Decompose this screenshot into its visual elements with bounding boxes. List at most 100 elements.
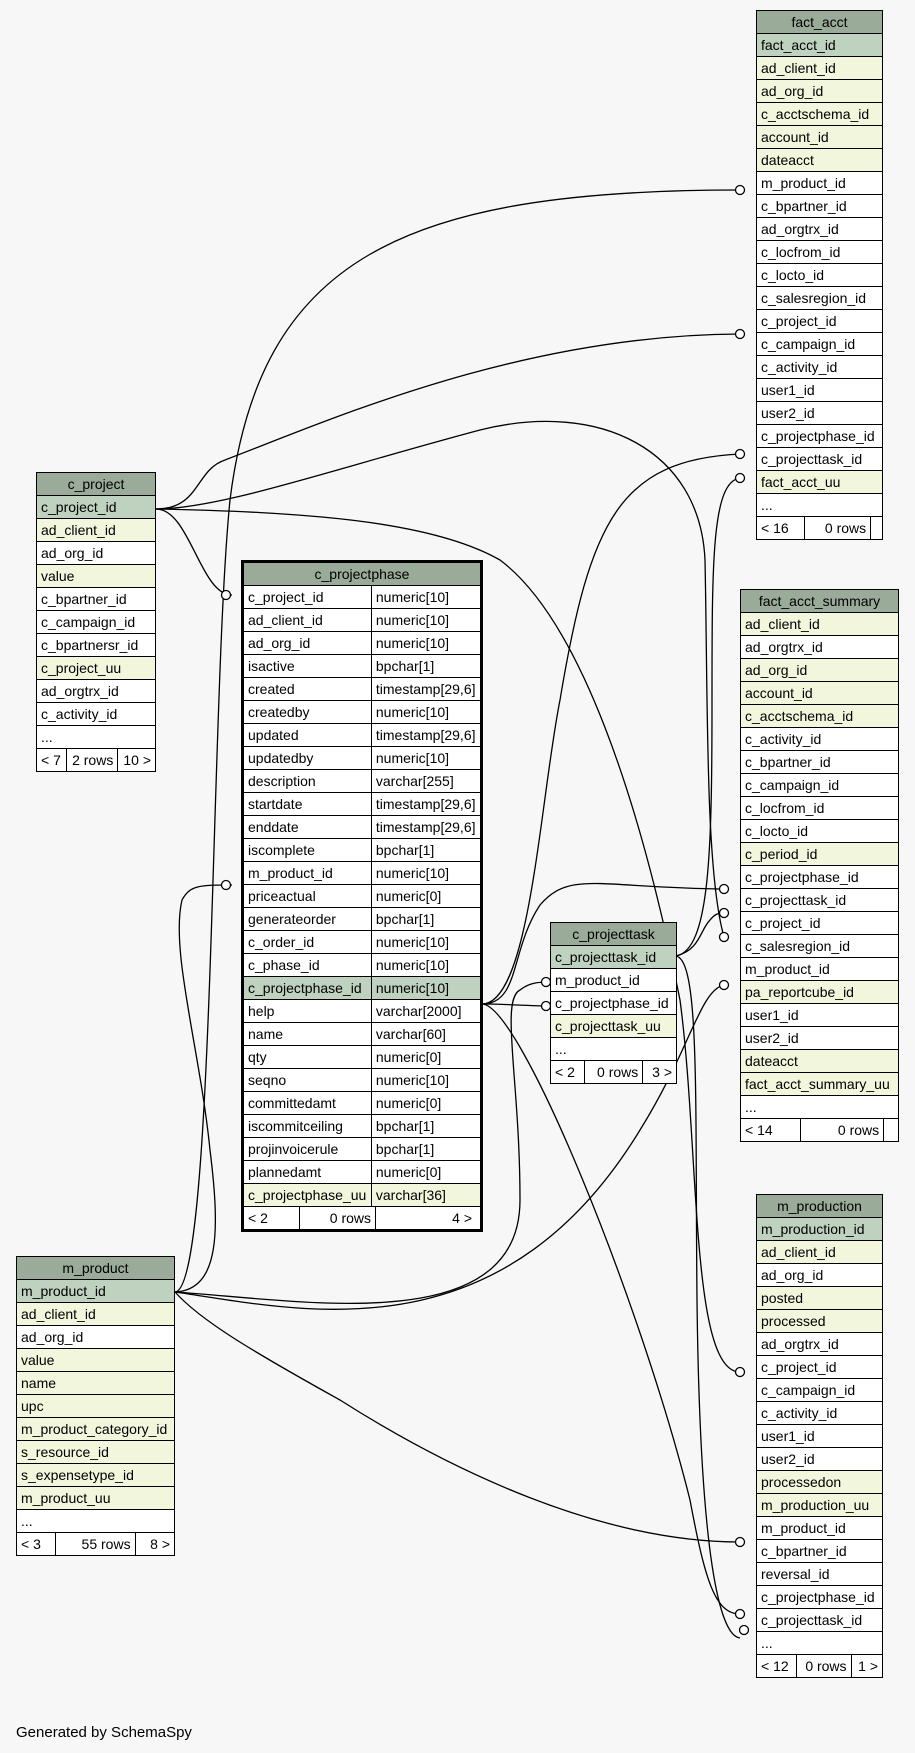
column-row[interactable]: fact_acct_summary_uu (740, 1072, 899, 1096)
column-row[interactable]: ad_org_id (740, 658, 899, 682)
column-row[interactable]: dateacct (756, 148, 883, 172)
column-row[interactable]: c_bpartner_id (740, 750, 899, 774)
column-row[interactable]: c_projecttask_uu (550, 1014, 677, 1038)
column-row[interactable]: m_product_id (550, 968, 677, 992)
column-row[interactable]: m_product_id (756, 171, 883, 195)
column-row[interactable]: value (36, 564, 156, 588)
column-row[interactable]: c_campaign_id (36, 610, 156, 634)
column-row[interactable]: m_product_id (756, 1516, 883, 1540)
column-row[interactable]: m_product_category_id (16, 1417, 175, 1441)
column-row[interactable]: posted (756, 1286, 883, 1310)
column-row[interactable]: account_id (740, 681, 899, 705)
column-row[interactable]: c_activity_id (756, 355, 883, 379)
column-row[interactable]: processedon (756, 1470, 883, 1494)
column-row[interactable]: c_bpartner_id (36, 587, 156, 611)
column-row[interactable]: user1_id (756, 378, 883, 402)
column-row[interactable]: c_period_id (740, 842, 899, 866)
column-row[interactable]: c_bpartner_id (756, 194, 883, 218)
column-row[interactable]: s_resource_id (16, 1440, 175, 1464)
column-row[interactable]: c_activity_id (740, 727, 899, 751)
column-row[interactable]: c_projectphase_id (740, 865, 899, 889)
column-row[interactable]: user2_id (756, 1447, 883, 1471)
column-row[interactable]: c_locto_id (740, 819, 899, 843)
column-row[interactable]: processed (756, 1309, 883, 1333)
column-row[interactable]: c_project_id (756, 309, 883, 333)
column-row[interactable]: m_product_id (16, 1279, 175, 1303)
column-row[interactable]: pa_reportcube_id (740, 980, 899, 1004)
column-row[interactable]: fact_acct_id (756, 33, 883, 57)
column-row[interactable]: c_projectphase_id (756, 424, 883, 448)
column-row[interactable]: c_campaign_id (756, 1378, 883, 1402)
column-row[interactable]: c_project_id (36, 495, 156, 519)
column-row[interactable]: ... (740, 1095, 899, 1119)
column-row[interactable]: ad_client_id (756, 56, 883, 80)
column-row[interactable]: c_campaign_id (740, 773, 899, 797)
column-row[interactable]: c_projecttask_id (756, 447, 883, 471)
column-row[interactable]: ad_orgtrx_id (756, 217, 883, 241)
column-row[interactable]: ad_org_id (36, 541, 156, 565)
column-row[interactable]: c_project_id (740, 911, 899, 935)
column-row[interactable]: user1_id (740, 1003, 899, 1027)
column-row[interactable]: c_acctschema_id (740, 704, 899, 728)
column-row[interactable]: c_bpartner_id (756, 1539, 883, 1563)
column-row[interactable]: ad_client_id (756, 1240, 883, 1264)
column-row[interactable]: ad_orgtrx_id (740, 635, 899, 659)
column-row[interactable]: user2_id (756, 401, 883, 425)
column-row[interactable]: ad_orgtrx_id (36, 679, 156, 703)
column-row[interactable]: c_acctschema_id (756, 102, 883, 126)
column-row[interactable]: value (16, 1348, 175, 1372)
column-row[interactable]: ad_orgtrx_id (756, 1332, 883, 1356)
column-row[interactable]: ad_client_id (16, 1302, 175, 1326)
column-row[interactable]: ad_client_id (36, 518, 156, 542)
column-row[interactable]: c_activity_id (36, 702, 156, 726)
column-row[interactable]: c_project_uu (36, 656, 156, 680)
column-row[interactable]: user2_id (740, 1026, 899, 1050)
column-row[interactable]: c_projecttask_id (550, 945, 677, 969)
column-row[interactable]: c_projectphase_id (550, 991, 677, 1015)
column-row[interactable]: c_salesregion_id (756, 286, 883, 310)
column-row[interactable]: ... (550, 1037, 677, 1061)
column-row[interactable]: dateacct (740, 1049, 899, 1073)
column-row[interactable]: ... (16, 1509, 175, 1533)
column-row[interactable]: c_locfrom_id (756, 240, 883, 264)
column-row[interactable]: account_id (756, 125, 883, 149)
column-row[interactable]: c_activity_id (756, 1401, 883, 1425)
column-row[interactable]: m_product_uu (16, 1486, 175, 1510)
column-row[interactable]: m_production_id (756, 1217, 883, 1241)
column-row[interactable]: ... (36, 725, 156, 749)
column-row[interactable]: c_salesregion_id (740, 934, 899, 958)
column-row[interactable]: c_bpartnersr_id (36, 633, 156, 657)
column-row[interactable]: m_production_uu (756, 1493, 883, 1517)
